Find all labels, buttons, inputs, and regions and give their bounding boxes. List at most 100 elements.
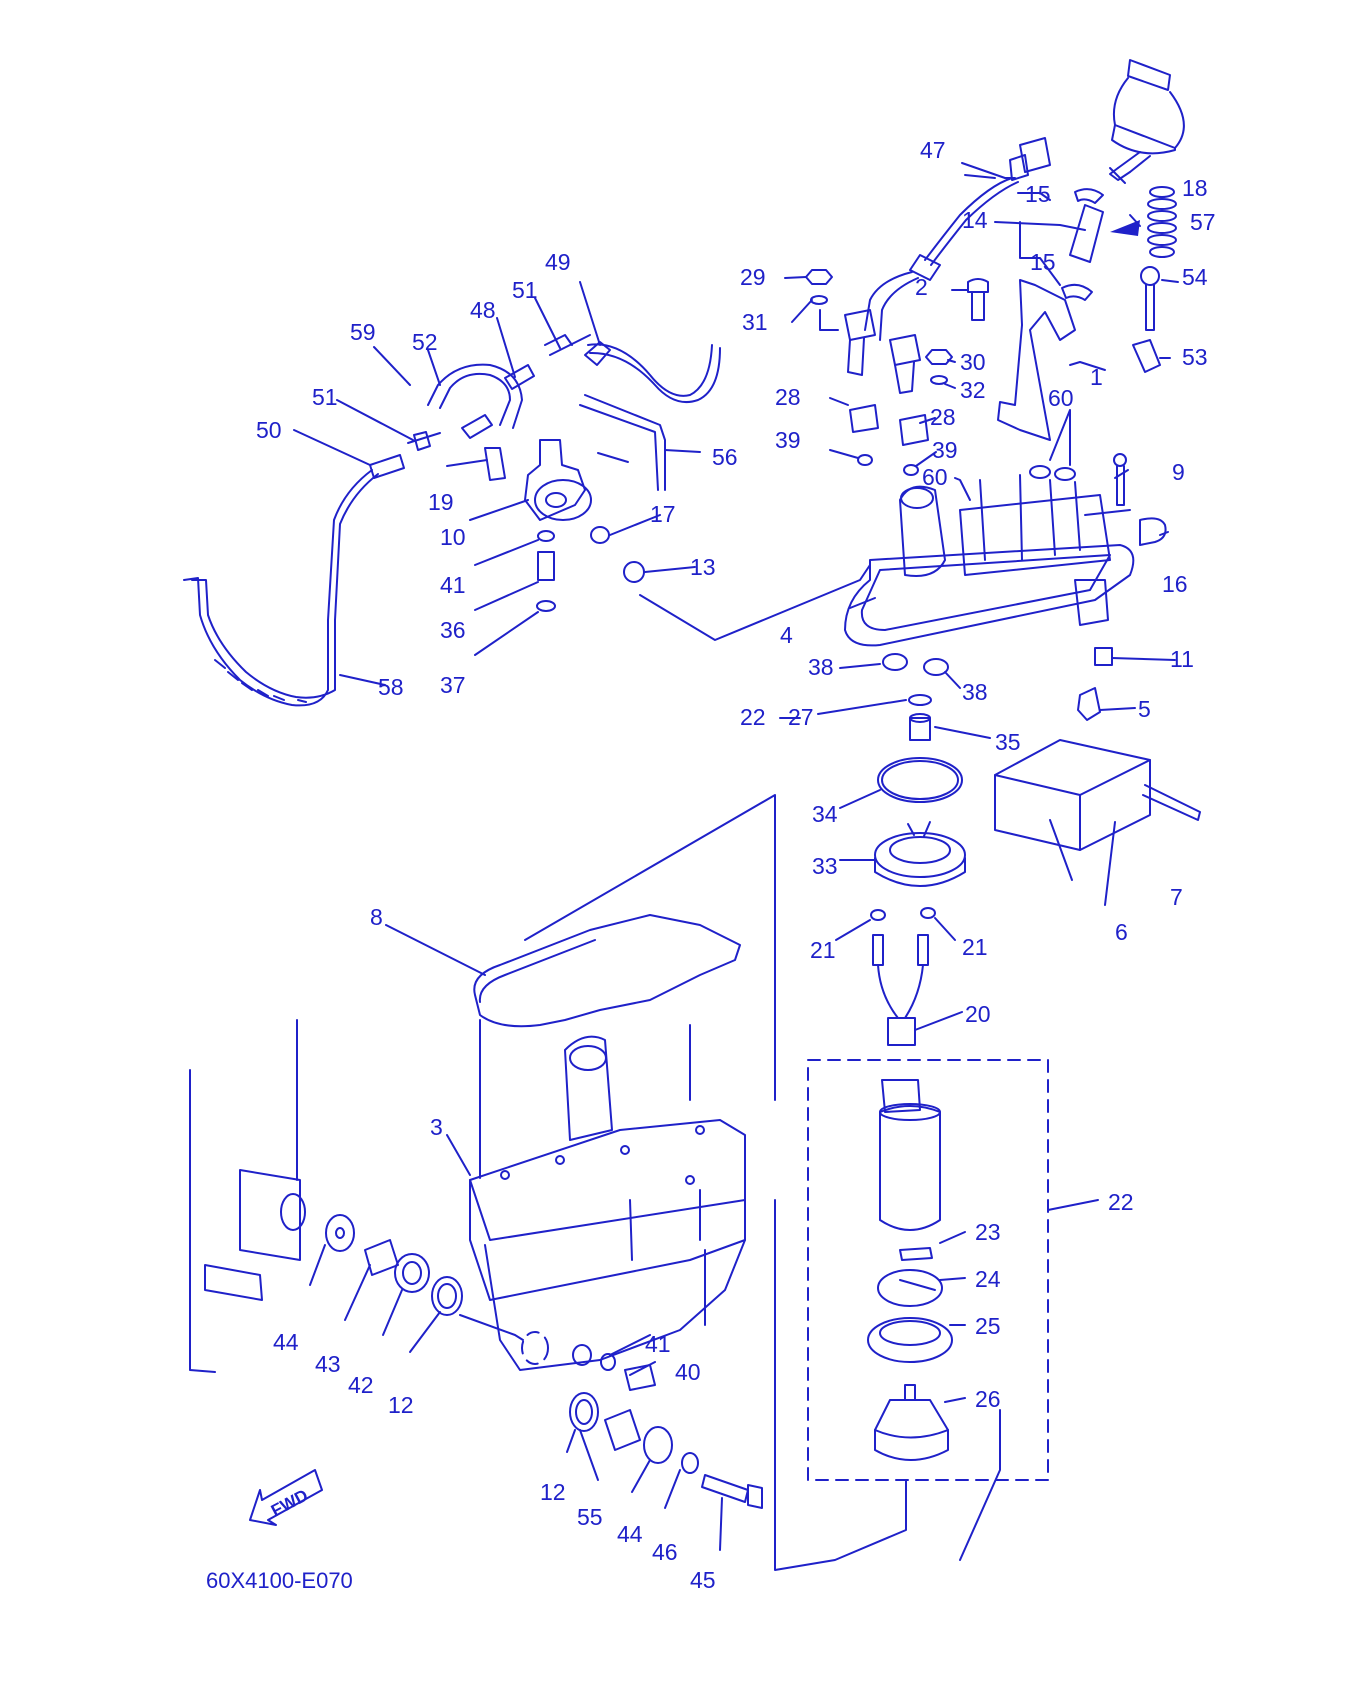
callout-9: 9 (1172, 459, 1185, 485)
callout-28-right: 28 (930, 404, 956, 430)
callout-15-top: 15 (1025, 181, 1051, 207)
fwd-label: FWD (268, 1486, 311, 1521)
callout-4: 4 (780, 622, 793, 648)
callout-53: 53 (1182, 344, 1208, 370)
callout-48: 48 (470, 297, 496, 323)
callout-labels: 47 18 15 14 57 15 29 2 54 31 53 30 1 32 … (256, 137, 1216, 1593)
callout-55: 55 (577, 1504, 603, 1530)
callout-35: 35 (995, 729, 1021, 755)
drawing-code: 60X4100-E070 (206, 1568, 353, 1593)
hoses-and-joints (407, 334, 721, 491)
fwd-arrow: FWD (249, 1469, 323, 1526)
callout-38-right: 38 (962, 679, 988, 705)
callout-39-left: 39 (775, 427, 801, 453)
callout-5: 5 (1138, 696, 1151, 722)
callout-34: 34 (812, 801, 838, 827)
callout-39-right: 39 (932, 437, 958, 463)
wire-harness (864, 137, 1051, 341)
callout-41-left: 41 (440, 572, 466, 598)
callout-38-left: 38 (808, 654, 834, 680)
callout-57: 57 (1190, 209, 1216, 235)
callout-51-top: 51 (512, 277, 538, 303)
callout-45: 45 (690, 1567, 716, 1593)
callout-8: 8 (370, 904, 383, 930)
callout-56: 56 (712, 444, 738, 470)
bottom-fasteners (325, 1214, 763, 1509)
parts-drawing: FWD (183, 59, 1201, 1571)
callout-24: 24 (975, 1266, 1001, 1292)
callout-50: 50 (256, 417, 282, 443)
callout-2: 2 (915, 274, 928, 300)
callout-51-left: 51 (312, 384, 338, 410)
callout-36: 36 (440, 617, 466, 643)
callout-23: 23 (975, 1219, 1001, 1245)
bracket-and-bolt (967, 278, 1076, 441)
callout-58: 58 (378, 674, 404, 700)
callout-10: 10 (440, 524, 466, 550)
callout-46: 46 (652, 1539, 678, 1565)
gasket (473, 914, 741, 1028)
fuel-pump-assembly (807, 1059, 1049, 1481)
callout-28-left: 28 (775, 384, 801, 410)
callout-52: 52 (412, 329, 438, 355)
callout-19: 19 (428, 489, 454, 515)
callout-59: 59 (350, 319, 376, 345)
callout-42: 42 (348, 1372, 374, 1398)
callout-26: 26 (975, 1386, 1001, 1412)
pressure-regulator (484, 439, 592, 521)
float-chamber (469, 1035, 746, 1371)
grommets-collar (882, 653, 949, 741)
sensors (844, 309, 929, 476)
callout-11: 11 (1170, 646, 1194, 672)
callout-7: 7 (1170, 884, 1183, 910)
callout-6: 6 (1115, 919, 1128, 945)
callout-12-left: 12 (388, 1392, 414, 1418)
callout-40: 40 (675, 1359, 701, 1385)
oring-and-seal (874, 757, 966, 887)
callout-20: 20 (965, 1001, 991, 1027)
screw-and-holder (1132, 266, 1161, 373)
callout-27: 27 (788, 704, 814, 730)
callout-25: 25 (975, 1313, 1001, 1339)
callout-47: 47 (920, 137, 946, 163)
callout-44-bottom: 44 (617, 1521, 643, 1547)
control-unit (994, 739, 1201, 851)
engine-block-outline (189, 1019, 306, 1373)
callout-60-mid: 60 (922, 464, 948, 490)
callout-60-top: 60 (1048, 385, 1074, 411)
fuel-filter (1109, 59, 1185, 181)
callout-30: 30 (960, 349, 986, 375)
callout-17: 17 (650, 501, 676, 527)
callout-32: 32 (960, 377, 986, 403)
callout-43: 43 (315, 1351, 341, 1377)
leader-lines (293, 162, 1179, 1561)
callout-22-bracket: 22 (740, 704, 766, 730)
callout-22: 22 (1108, 1189, 1134, 1215)
callout-33: 33 (812, 853, 838, 879)
callout-41-right: 41 (645, 1331, 671, 1357)
callout-15-bottom: 15 (1030, 249, 1056, 275)
callout-1: 1 (1090, 364, 1103, 390)
screw-and-connector (1077, 647, 1113, 721)
hose-with-clamps (1061, 188, 1104, 301)
callout-3: 3 (430, 1114, 443, 1140)
callout-16: 16 (1162, 571, 1188, 597)
callout-21-right: 21 (962, 934, 988, 960)
callout-14: 14 (962, 207, 988, 233)
long-hose (183, 454, 405, 707)
pump-wiring (870, 907, 936, 1046)
callout-31: 31 (742, 309, 768, 335)
callout-49: 49 (545, 249, 571, 275)
callout-12-bottom: 12 (540, 1479, 566, 1505)
callout-44-left: 44 (273, 1329, 299, 1355)
small-parts-left (536, 526, 645, 612)
callout-18: 18 (1182, 175, 1208, 201)
callout-21-left: 21 (810, 937, 836, 963)
coil-hose (1110, 186, 1177, 258)
callout-13: 13 (690, 554, 716, 580)
callout-29: 29 (740, 264, 766, 290)
callout-37: 37 (440, 672, 466, 698)
callout-54: 54 (1182, 264, 1208, 290)
separator-cover (844, 453, 1167, 647)
